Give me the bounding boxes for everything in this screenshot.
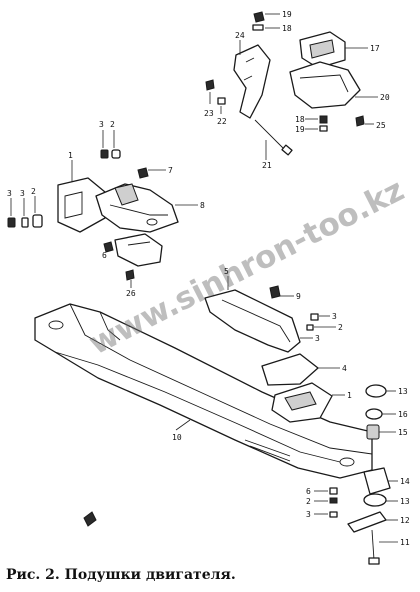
callout-number: 19: [282, 10, 292, 19]
callout-number: 3: [7, 189, 12, 198]
callout-number: 23: [204, 109, 214, 118]
callout-number: 15: [398, 428, 408, 437]
upper-right-mount: [205, 11, 365, 156]
callout-number: 21: [262, 161, 272, 170]
left-fasteners: [7, 149, 121, 228]
callout-number: 7: [168, 166, 173, 175]
callout-number: 24: [235, 31, 245, 40]
callout-number: 13: [400, 497, 410, 506]
callout-number: 1: [347, 391, 352, 400]
callout-number: 3: [315, 334, 320, 343]
crossmember: [34, 303, 373, 479]
callout-number: 3: [20, 189, 25, 198]
callout-number: 3: [99, 120, 104, 129]
callout-number: 4: [342, 364, 347, 373]
callout-number: 2: [306, 497, 311, 506]
callout-number: 12: [400, 516, 410, 525]
callout-number: 8: [200, 201, 205, 210]
callout-number: 16: [398, 410, 408, 419]
figure-caption: Рис. 2. Подушки двигателя.: [6, 567, 236, 583]
callout-number: 6: [102, 251, 107, 260]
callout-number: 25: [376, 121, 386, 130]
small-bracket: [103, 233, 163, 281]
callout-number: 13: [398, 387, 408, 396]
callout-number: 26: [126, 289, 136, 298]
left-mount-bracket: [57, 167, 179, 233]
callout-number: 1: [68, 151, 73, 160]
callout-number: 3: [332, 312, 337, 321]
callout-number: 22: [217, 117, 227, 126]
callout-number: 3: [306, 510, 311, 519]
callout-number: 6: [306, 487, 311, 496]
callouts: 19 18 24 17 20 23 22 18 19 25 21 1 7 8 3…: [7, 10, 410, 547]
callout-number: 10: [172, 433, 182, 442]
callout-number: 20: [380, 93, 390, 102]
callout-number: 19: [295, 125, 305, 134]
right-insulators: [83, 384, 391, 565]
callout-number: 14: [400, 477, 410, 486]
callout-number: 18: [282, 24, 292, 33]
callout-number: 5: [224, 267, 229, 276]
rear-mount-bracket: [204, 285, 333, 423]
callout-number: 17: [370, 44, 380, 53]
callout-number: 2: [110, 120, 115, 129]
callout-number: 9: [296, 292, 301, 301]
callout-number: 18: [295, 115, 305, 124]
leader-lines: [10, 13, 398, 543]
callout-number: 11: [400, 538, 410, 547]
callout-number: 2: [31, 187, 36, 196]
callout-number: 2: [338, 323, 343, 332]
